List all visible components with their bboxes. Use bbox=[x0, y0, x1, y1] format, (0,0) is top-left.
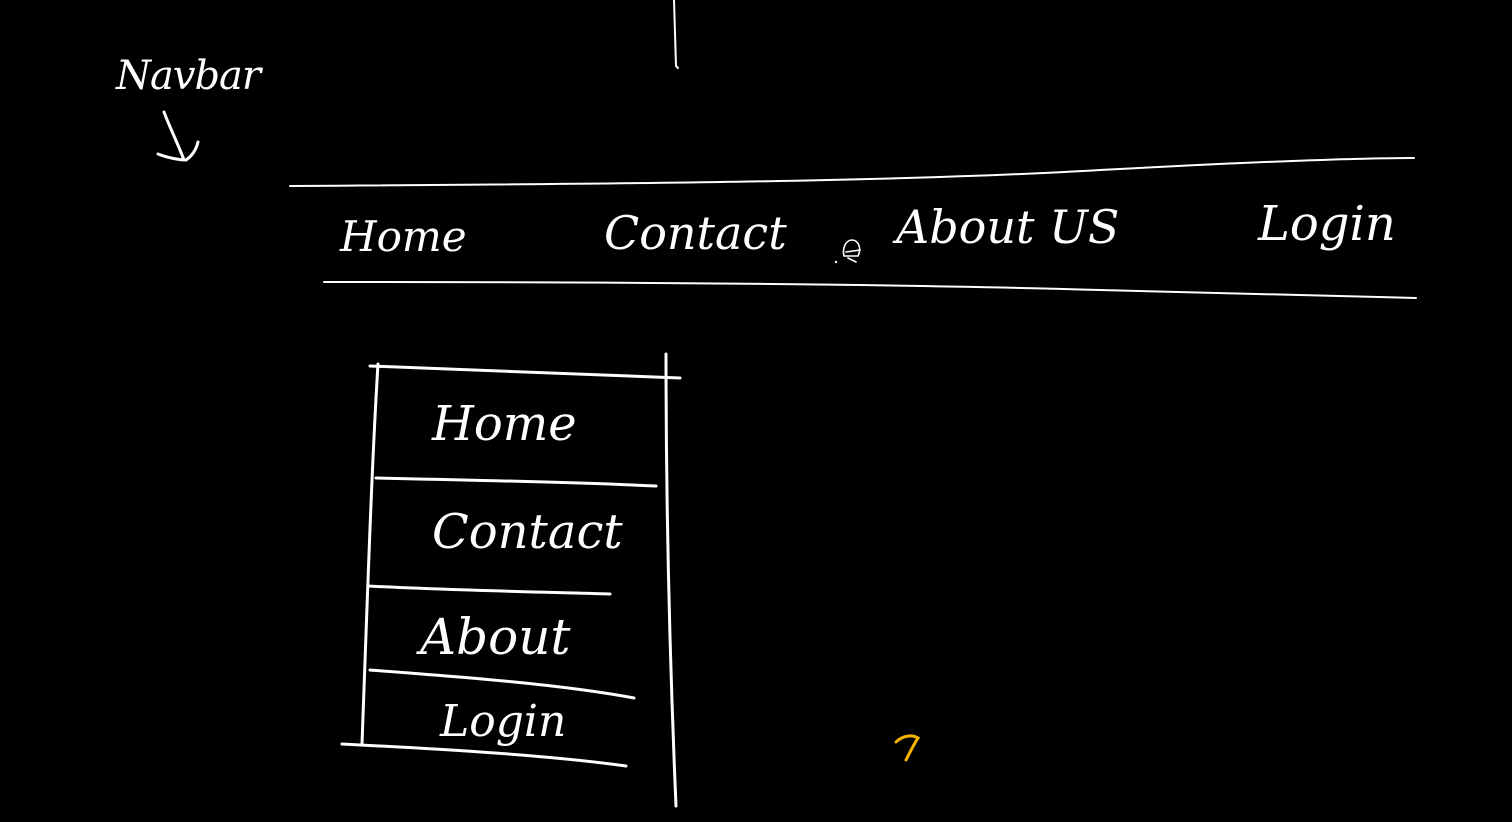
navbar-item-contact[interactable]: Contact bbox=[604, 206, 787, 260]
menu-box-bottom bbox=[340, 742, 628, 768]
menu-divider-3 bbox=[368, 668, 636, 700]
menu-item-contact[interactable]: Contact bbox=[432, 504, 623, 560]
navbar-top-line bbox=[289, 157, 1415, 187]
marker-doodle-icon bbox=[894, 734, 921, 762]
menu-item-login[interactable]: Login bbox=[440, 696, 567, 747]
menu-box-left bbox=[360, 362, 380, 746]
menu-divider-2 bbox=[366, 584, 612, 596]
menu-item-about[interactable]: About bbox=[420, 608, 571, 666]
top-vertical-stroke bbox=[673, 0, 679, 69]
navbar-item-about-us[interactable]: About US bbox=[896, 200, 1120, 254]
annotation-arrow bbox=[156, 110, 200, 162]
navbar-annotation-label: Navbar bbox=[116, 53, 261, 99]
navbar-bottom-line bbox=[323, 281, 1417, 299]
navbar-item-home[interactable]: Home bbox=[340, 212, 467, 261]
menu-item-home[interactable]: Home bbox=[432, 396, 577, 452]
cursor-doodle-icon bbox=[834, 239, 861, 264]
menu-box-top bbox=[368, 364, 682, 380]
menu-box-right bbox=[664, 352, 678, 808]
menu-divider-1 bbox=[374, 476, 658, 488]
navbar-item-login[interactable]: Login bbox=[1258, 196, 1396, 252]
